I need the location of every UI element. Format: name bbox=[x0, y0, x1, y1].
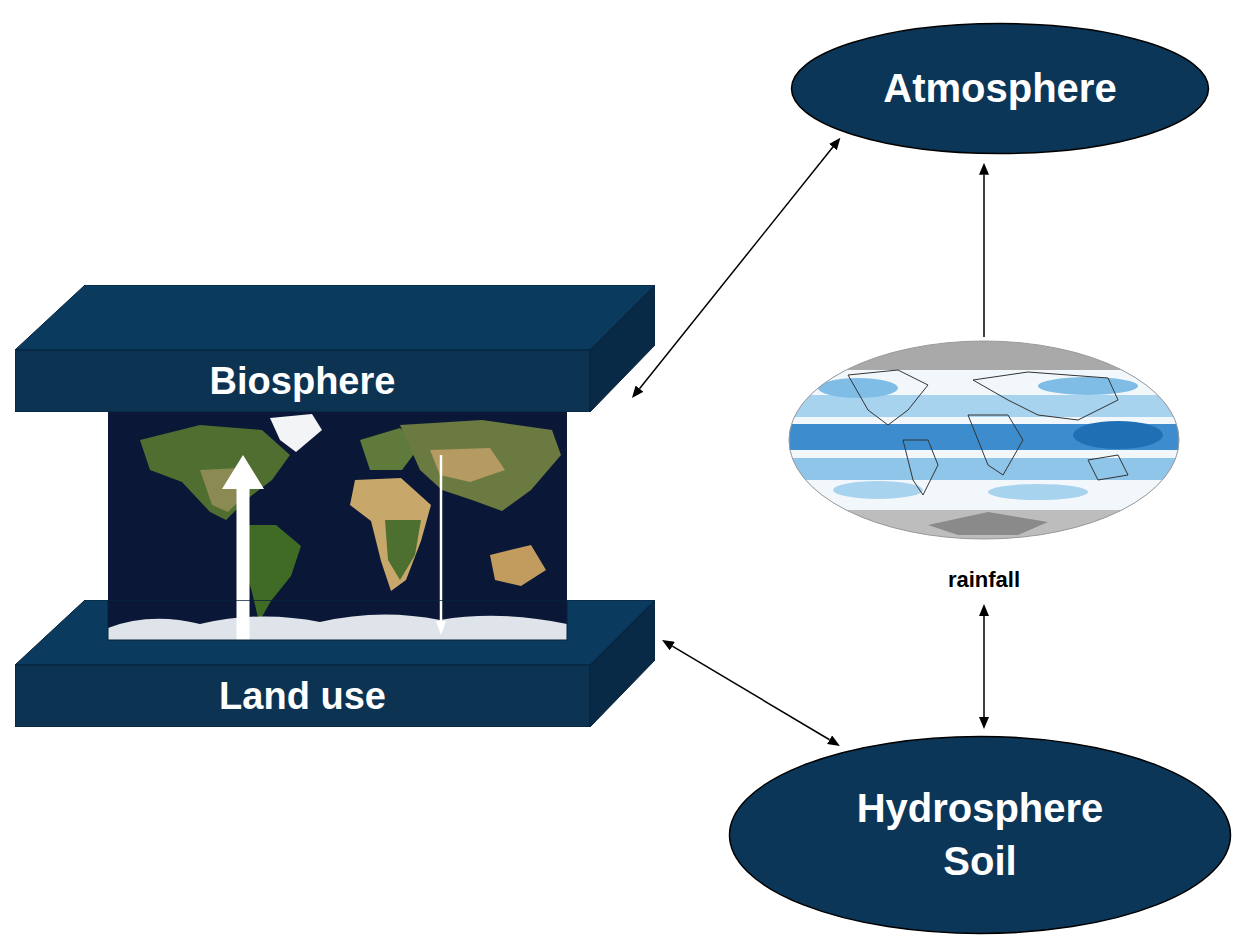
node-label: Land use bbox=[219, 675, 386, 718]
rainfall-map-picture bbox=[788, 340, 1180, 540]
slab-face: Land use bbox=[15, 665, 590, 727]
connector-arrow bbox=[983, 616, 985, 717]
connector-arrow bbox=[672, 646, 829, 740]
connector-arrow bbox=[237, 489, 250, 640]
node-label: Hydrosphere Soil bbox=[857, 782, 1104, 888]
connector-arrow bbox=[983, 175, 985, 337]
sphere-ellipse: Hydrosphere Soil bbox=[728, 735, 1232, 935]
rainfall-map: rainfall bbox=[788, 340, 1180, 600]
world-map-illustration bbox=[108, 412, 567, 640]
connector-arrow bbox=[639, 147, 832, 389]
layer-slab: Biosphere bbox=[15, 285, 655, 412]
connector-arrow bbox=[440, 455, 443, 621]
ellipse-outline bbox=[728, 735, 1232, 935]
node-label: Biosphere bbox=[210, 360, 396, 403]
slab-face: Biosphere bbox=[15, 350, 590, 412]
sphere-ellipse: Atmosphere bbox=[790, 22, 1210, 155]
layer-slab: Land use bbox=[15, 600, 655, 727]
node-label: Atmosphere bbox=[883, 66, 1116, 111]
map-caption: rainfall bbox=[948, 566, 1020, 594]
